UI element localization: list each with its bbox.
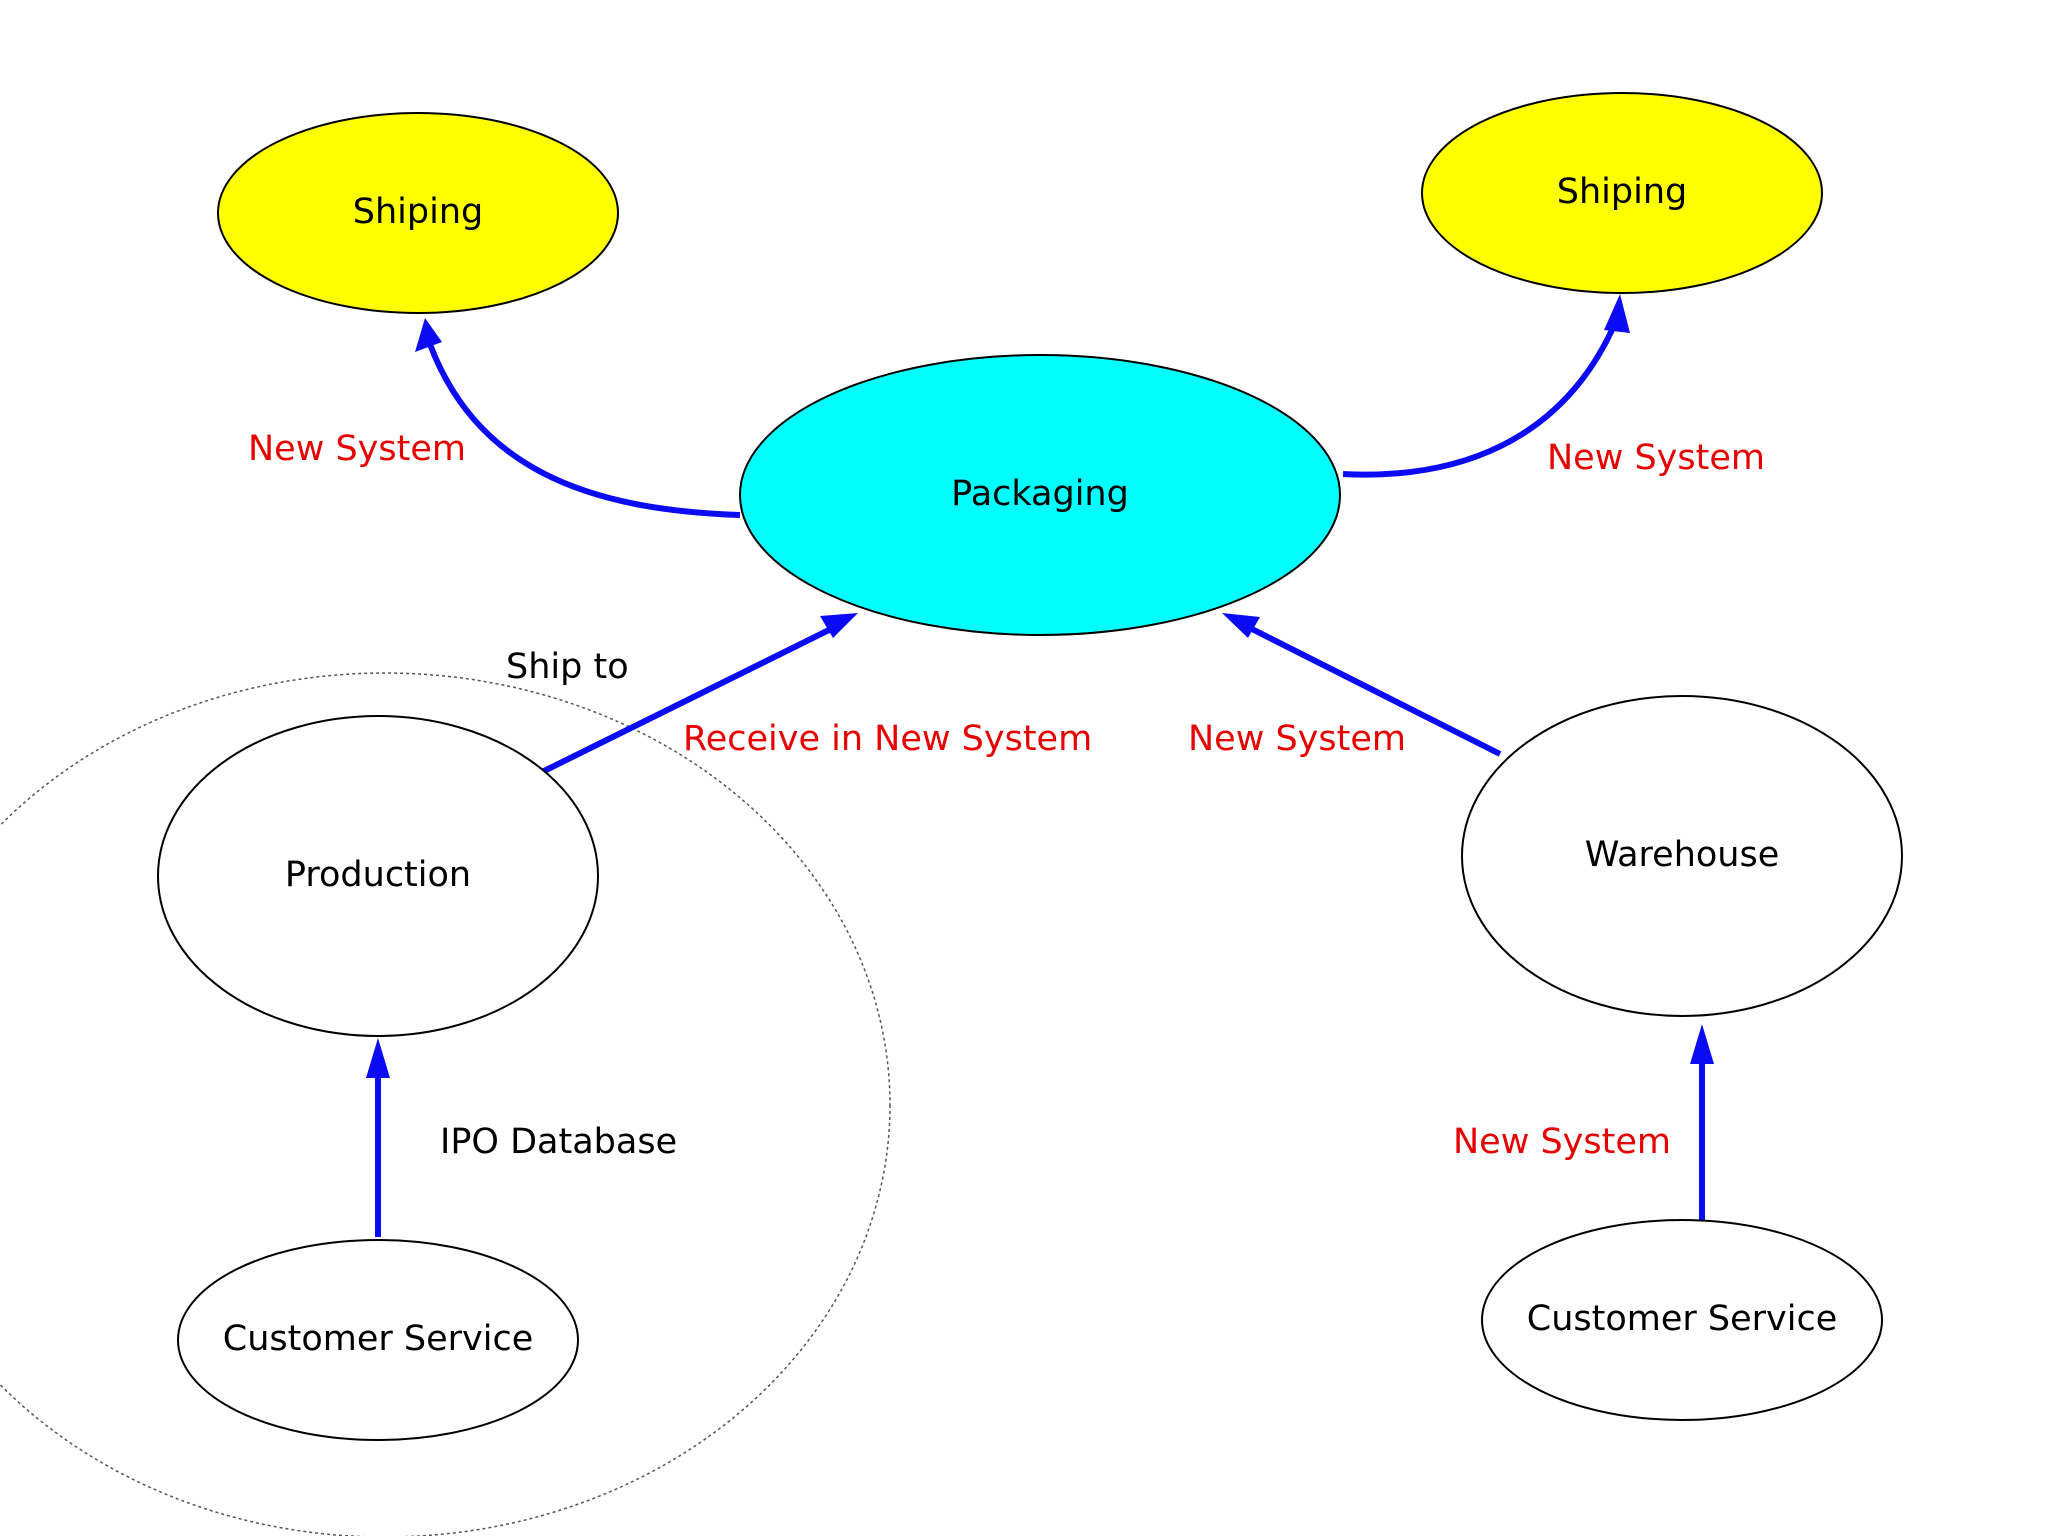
arrowhead-packaging-from-production	[820, 613, 858, 638]
shipping-left-node[interactable]	[217, 112, 619, 314]
warehouse-label: Warehouse	[1585, 835, 1780, 875]
edge-label-ipo-database: IPO Database	[440, 1122, 677, 1162]
production-node[interactable]	[157, 715, 599, 1037]
shipping-right-label: Shiping	[1557, 172, 1687, 212]
packaging-node[interactable]	[739, 354, 1341, 636]
customer-service-left-label: Customer Service	[223, 1319, 534, 1359]
shipping-right-node[interactable]	[1421, 92, 1823, 294]
edge-label-new-system-shipping-left: New System	[248, 429, 466, 469]
arrowhead-warehouse-from-customer-service	[1690, 1024, 1714, 1064]
shipping-left-label: Shiping	[353, 192, 483, 232]
customer-service-right-label: Customer Service	[1527, 1299, 1838, 1339]
arrowhead-packaging-from-warehouse	[1222, 613, 1260, 638]
edge-packaging-to-shipping-right	[1342, 328, 1615, 478]
edge-label-receive-in-new-system: Receive in New System	[683, 719, 1092, 759]
warehouse-node[interactable]	[1461, 695, 1903, 1017]
edge-label-new-system-warehouse: New System	[1188, 719, 1406, 759]
ship-to-group-boundary	[0, 672, 891, 1536]
customer-service-right-node[interactable]	[1481, 1219, 1883, 1421]
production-label: Production	[285, 855, 471, 895]
edge-warehouse-to-packaging	[1246, 624, 1502, 757]
edge-label-new-system-shipping-right: New System	[1547, 438, 1765, 478]
edge-label-new-system-customer-service-right: New System	[1453, 1122, 1671, 1162]
arrowhead-shipping-left	[415, 318, 442, 352]
arrowhead-shipping-right	[1604, 294, 1630, 333]
edge-packaging-to-shipping-left	[422, 329, 741, 518]
arrowhead-production-from-customer-service	[366, 1038, 390, 1078]
customer-service-left-node[interactable]	[177, 1239, 579, 1441]
edge-production-to-packaging	[538, 625, 835, 776]
ship-to-group-label: Ship to	[506, 647, 629, 687]
packaging-label: Packaging	[951, 474, 1129, 514]
